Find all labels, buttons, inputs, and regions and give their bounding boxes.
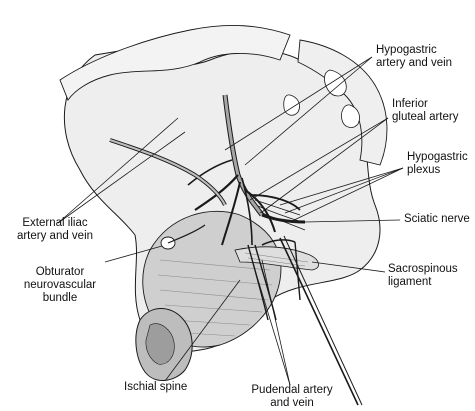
hypogastric-vessels-inner [223, 94, 264, 216]
sacral-foramen [341, 104, 360, 128]
label-line: ligament [388, 276, 432, 288]
label-line: Ischial spine [124, 381, 188, 393]
vessel-branch [187, 159, 233, 186]
vessel-branch [241, 177, 253, 246]
pudendal-vessels [247, 244, 269, 321]
vessel-branch [249, 194, 301, 211]
label-line: Inferior [392, 98, 428, 110]
leader-line-sacrospinous [311, 261, 386, 273]
label-line: plexus [407, 164, 441, 176]
leader-line-hypogastric [244, 56, 373, 166]
iliac-crest [59, 24, 291, 101]
leader-line-hypogastric-plexus [284, 167, 404, 214]
obturator-vessels [167, 224, 206, 244]
label-line: Hypogastric [407, 151, 468, 163]
label-hypogastric-plexus: Hypogastric plexus [407, 151, 468, 177]
label-line: Sacrospinous [388, 263, 458, 275]
label-line: bundle [42, 292, 78, 304]
leader-line-sciatic [304, 219, 401, 223]
label-line: and vein [270, 397, 314, 409]
surgical-instrument [279, 237, 359, 406]
label-line: gluteal artery [392, 111, 459, 123]
label-external-iliac-artery-vein: External iliac artery and vein [4, 217, 106, 243]
external-iliac-vessels-inner [109, 138, 226, 206]
vessel-branch [221, 181, 241, 246]
sciatic-nerve [261, 213, 306, 224]
leader-line-pudendal [251, 259, 291, 386]
leader-line-ischial-spine [164, 279, 241, 382]
label-line: artery and vein [376, 57, 453, 69]
label-line: External iliac [22, 217, 88, 229]
sacrospinous-ligament-shape [234, 246, 319, 271]
leader-line-hypogastric [224, 56, 373, 151]
label-inferior-gluteal-artery: Inferior gluteal artery [392, 98, 458, 124]
label-line: Hypogastric [376, 44, 437, 56]
label-ischial-spine: Ischial spine [124, 381, 187, 394]
leader-line-inferior-gluteal [249, 117, 389, 201]
label-sciatic-nerve: Sciatic nerve [404, 213, 470, 226]
label-sacrospinous-ligament: Sacrospinous ligament [388, 263, 458, 289]
leader-line-hypogastric-plexus [279, 167, 404, 206]
retractor-handle [294, 241, 301, 301]
label-line: Sciatic nerve [404, 213, 470, 225]
label-line: Pudendal artery [251, 384, 333, 396]
pubic-bone-texture [145, 323, 175, 365]
leader-line-external-iliac [57, 131, 186, 224]
label-obturator-neurovascular-bundle: Obturator neurovascular bundle [12, 266, 108, 305]
muscle-fibers [157, 259, 273, 337]
label-line: neurovascular [23, 279, 97, 291]
leader-line-pudendal [261, 259, 291, 386]
retractor-tip [261, 239, 296, 246]
leader-line-hypogastric-plexus [289, 167, 404, 223]
label-line: Obturator [35, 266, 85, 278]
leader-line-external-iliac [57, 117, 179, 224]
leader-line-obturator [104, 245, 163, 263]
ligament-fibers [244, 252, 309, 267]
label-hypogastric-artery-vein: Hypogastric artery and vein [376, 44, 452, 70]
leader-lines [57, 56, 404, 386]
leader-line-inferior-gluteal [261, 117, 389, 213]
label-pudendal-artery-vein: Pudendal artery and vein [238, 384, 346, 410]
label-line: artery and vein [16, 230, 94, 242]
